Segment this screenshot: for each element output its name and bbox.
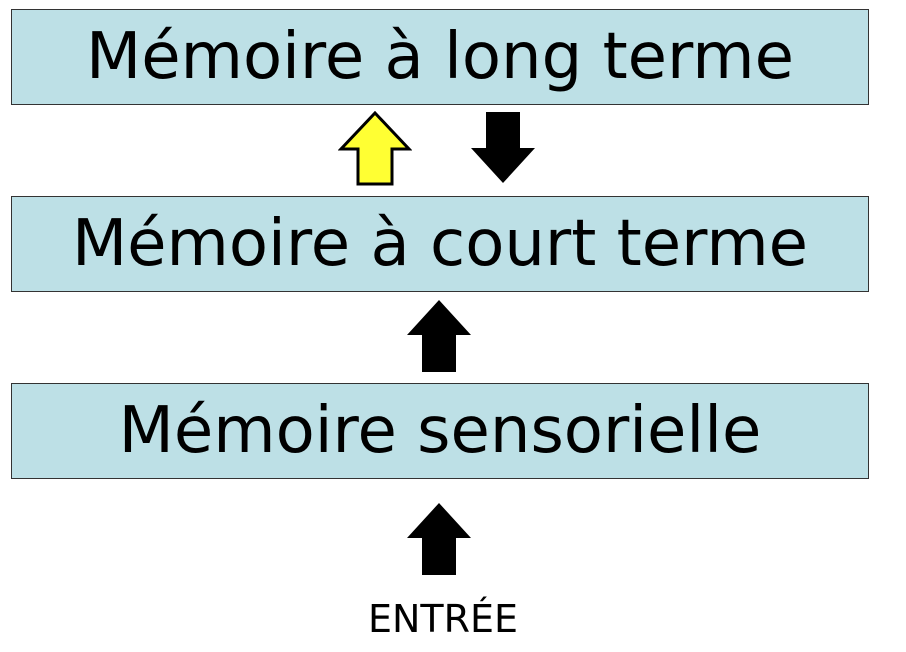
- retrieval-up-arrow-icon: [338, 111, 412, 186]
- encoding-down-arrow-icon: [471, 112, 535, 183]
- input-label: ENTRÉE: [367, 597, 519, 641]
- sensory-memory-label: Mémoire sensorielle: [118, 394, 762, 468]
- sensory-to-short-term-arrow-icon: [407, 300, 471, 372]
- long-term-memory-label: Mémoire à long terme: [86, 20, 794, 94]
- short-term-memory-box: Mémoire à court terme: [11, 196, 869, 292]
- long-term-memory-box: Mémoire à long terme: [11, 9, 869, 105]
- input-up-arrow-icon: [407, 503, 471, 575]
- sensory-memory-box: Mémoire sensorielle: [11, 383, 869, 479]
- short-term-memory-label: Mémoire à court terme: [71, 207, 809, 281]
